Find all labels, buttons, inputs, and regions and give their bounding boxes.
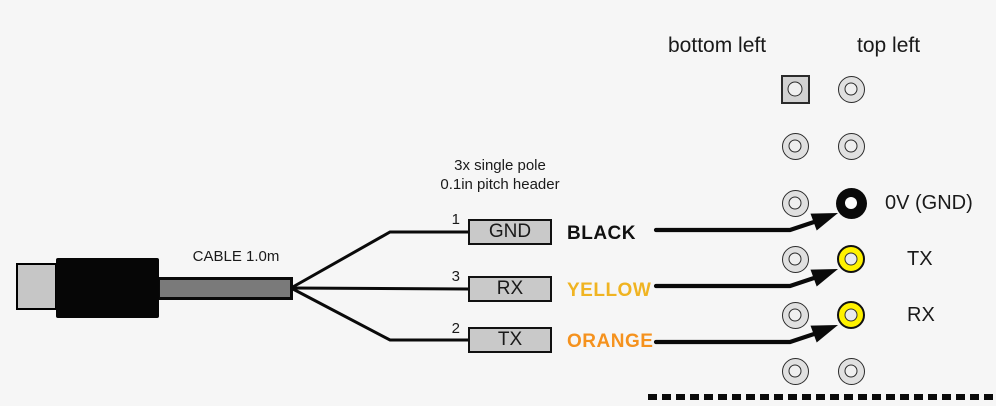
header-note-line2: 0.1in pitch header bbox=[440, 176, 560, 193]
pad-left-row1-square bbox=[780, 74, 810, 104]
header-box-rx: RX bbox=[468, 276, 552, 302]
usb-plug-body bbox=[56, 258, 159, 318]
pad-right-row2-ring bbox=[837, 132, 865, 160]
header-box-tx-label: TX bbox=[497, 329, 523, 350]
pad-left-row4-ring bbox=[781, 245, 809, 273]
arrow-yellow-to-tx-pad bbox=[653, 269, 838, 289]
header-box-gnd: GND bbox=[468, 219, 552, 245]
pin-number-rx: 3 bbox=[451, 268, 460, 285]
header-box-tx: TX bbox=[468, 327, 552, 353]
pad-right-row3-black bbox=[835, 187, 867, 219]
pad-hole bbox=[788, 196, 802, 210]
wire-color-yellow: YELLOW bbox=[567, 280, 652, 301]
pad-right-row5-yellow bbox=[837, 301, 865, 329]
pad-hole bbox=[787, 81, 803, 97]
pad-left-row3-ring bbox=[781, 189, 809, 217]
pad-hole bbox=[844, 308, 858, 322]
usb-plug-metal-shell bbox=[16, 263, 57, 310]
arrow-orange-to-rx-pad bbox=[653, 325, 838, 345]
pad-hole bbox=[844, 252, 858, 266]
wire-pin1-gnd bbox=[290, 230, 468, 290]
cable-jacket bbox=[157, 277, 293, 300]
pad-left-row5-ring bbox=[781, 301, 809, 329]
wire-color-orange: ORANGE bbox=[567, 331, 654, 352]
pad-hole bbox=[788, 364, 802, 378]
pin-label-rx: RX bbox=[907, 304, 935, 326]
wire-pin2-tx bbox=[290, 286, 468, 342]
pad-right-row4-yellow bbox=[837, 245, 865, 273]
header-box-gnd-label: GND bbox=[488, 221, 532, 242]
pad-hole bbox=[788, 139, 802, 153]
pad-right-row6-ring bbox=[837, 357, 865, 385]
wire-color-black: BLACK bbox=[567, 223, 636, 244]
pin-number-tx: 2 bbox=[451, 320, 460, 337]
header-box-rx-label: RX bbox=[496, 278, 524, 299]
pad-left-row2-ring bbox=[781, 132, 809, 160]
arrow-black-to-gnd-pad bbox=[653, 213, 838, 233]
pad-hole bbox=[844, 364, 858, 378]
pad-hole bbox=[844, 82, 858, 96]
cable-length-label: CABLE 1.0m bbox=[192, 248, 280, 265]
pin-label-0v-gnd: 0V (GND) bbox=[885, 192, 973, 214]
pad-left-row6-ring bbox=[781, 357, 809, 385]
pin-label-tx: TX bbox=[907, 248, 933, 270]
pad-hole bbox=[788, 252, 802, 266]
pad-right-row1-ring bbox=[837, 75, 865, 103]
header-note-line1: 3x single pole bbox=[454, 157, 546, 174]
board-title-bottom-left: bottom left bbox=[668, 34, 767, 57]
pad-hole bbox=[845, 197, 857, 209]
pin-number-gnd: 1 bbox=[451, 211, 460, 228]
board-title-top-left: top left bbox=[857, 34, 921, 57]
wire-pin3-rx bbox=[290, 286, 469, 291]
pad-hole bbox=[788, 308, 802, 322]
header-note: 3x single pole 0.1in pitch header bbox=[418, 156, 582, 194]
pad-hole bbox=[844, 139, 858, 153]
